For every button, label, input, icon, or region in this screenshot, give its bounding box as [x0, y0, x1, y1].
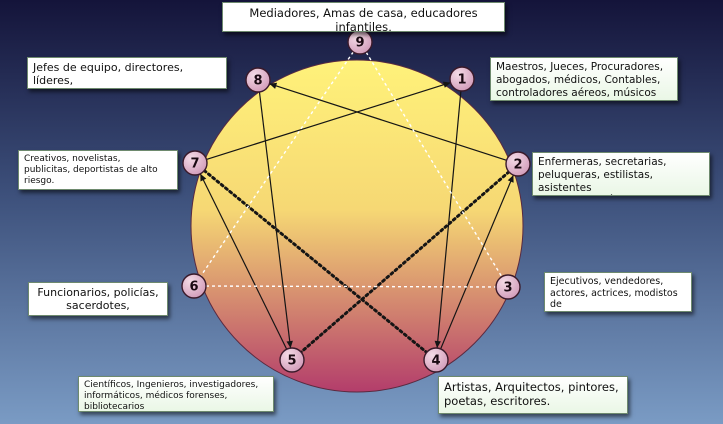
node-number-9: 9 [355, 36, 364, 51]
node-6: 6 [181, 273, 207, 299]
node-7: 7 [182, 150, 208, 176]
enneagram-circle [190, 59, 524, 393]
node-circle-8 [245, 67, 271, 93]
arrowhead-5-7 [200, 173, 207, 182]
arrowhead-4-2 [507, 175, 514, 183]
label-type-1: Maestros, Jueces, Procuradores, abogados… [490, 57, 678, 101]
arrowhead-1-4 [434, 340, 441, 349]
node-circle-3 [495, 274, 521, 300]
node-1: 1 [449, 66, 475, 92]
label-type-3: Ejecutivos, vendedores, actores, actrice… [544, 272, 692, 312]
connection-8-5 [258, 91, 292, 349]
label-type-5: Científicos, Ingenieros, investigadores,… [78, 376, 274, 412]
label-type-7: Creativos, novelistas, publicitas, depor… [18, 150, 178, 190]
node-number-1: 1 [457, 73, 466, 88]
node-circle-7 [182, 150, 208, 176]
connection-1-4 [436, 90, 462, 349]
node-circle-2 [505, 151, 531, 177]
node-3: 3 [495, 274, 521, 300]
node-9: 9 [347, 29, 373, 55]
node-circle-5 [279, 347, 305, 373]
connection-7-4 [202, 169, 429, 354]
node-number-3: 3 [503, 281, 512, 296]
arrowhead-7-1 [442, 81, 451, 88]
node-number-4: 4 [431, 354, 440, 369]
label-type-8: Jefes de equipo, directores, líderes, ca… [27, 57, 227, 89]
node-number-2: 2 [513, 158, 522, 173]
connection-6-3 [205, 285, 497, 288]
connection-5-7 [199, 173, 288, 350]
node-circle-4 [423, 347, 449, 373]
label-type-2: Enfermeras, secretarias, peluqueras, est… [532, 152, 710, 196]
node-5: 5 [279, 347, 305, 373]
node-number-8: 8 [253, 74, 262, 89]
node-circle-6 [181, 273, 207, 299]
node-4: 4 [423, 347, 449, 373]
node-circle-1 [449, 66, 475, 92]
label-type-9: Mediadores, Amas de casa, educadores inf… [222, 2, 505, 32]
node-number-7: 7 [190, 157, 199, 172]
node-number-6: 6 [189, 280, 198, 295]
connection-9-3 [365, 51, 503, 278]
connection-4-2 [440, 174, 514, 350]
label-type-4: Artistas, Arquitectos, pintores, poetas,… [438, 376, 628, 414]
node-2: 2 [505, 151, 531, 177]
node-8: 8 [245, 67, 271, 93]
label-type-6: Funcionarios, policías, sacerdotes, psiq… [28, 282, 168, 316]
node-number-5: 5 [287, 354, 296, 369]
connection-2-5 [299, 170, 511, 354]
arrowhead-2-8 [269, 82, 278, 89]
connection-7-1 [206, 82, 451, 160]
arrowhead-8-5 [286, 340, 293, 349]
connection-2-8 [269, 83, 507, 161]
